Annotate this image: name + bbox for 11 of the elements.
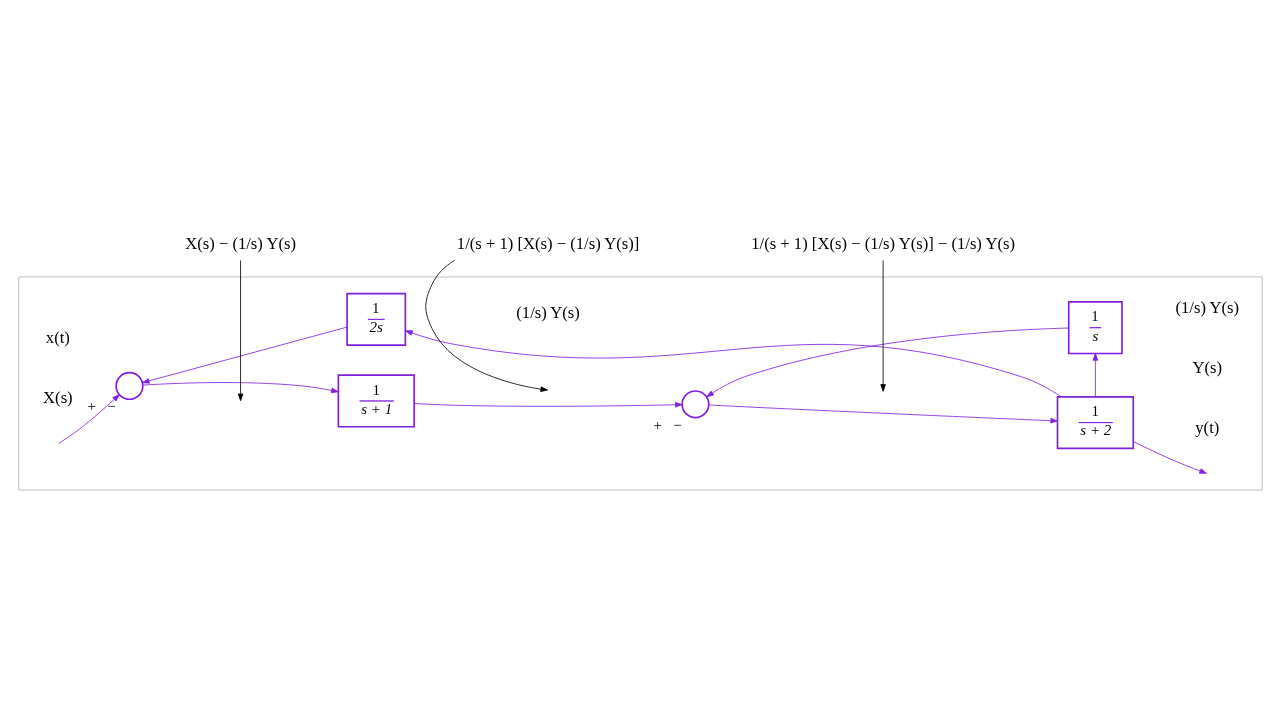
- node-label: + −: [87, 397, 116, 414]
- node-label: + −: [653, 416, 682, 433]
- label: X(s): [43, 387, 73, 407]
- node-text: X(s) − (1/s) Y(s): [185, 233, 296, 253]
- label: x(t): [45, 327, 70, 347]
- label: (1/s) Y(s): [1175, 297, 1240, 317]
- node-text: 1/(s + 1) [X(s) − (1/s) Y(s)] − (1/s) Y(s): [751, 233, 1015, 253]
- label: Y(s): [1192, 357, 1223, 377]
- node-text: 1/(s + 1) [X(s) − (1/s) Y(s)]: [456, 233, 640, 253]
- label: y(t): [1195, 417, 1220, 437]
- label: (1/s) Y(s): [516, 302, 580, 322]
